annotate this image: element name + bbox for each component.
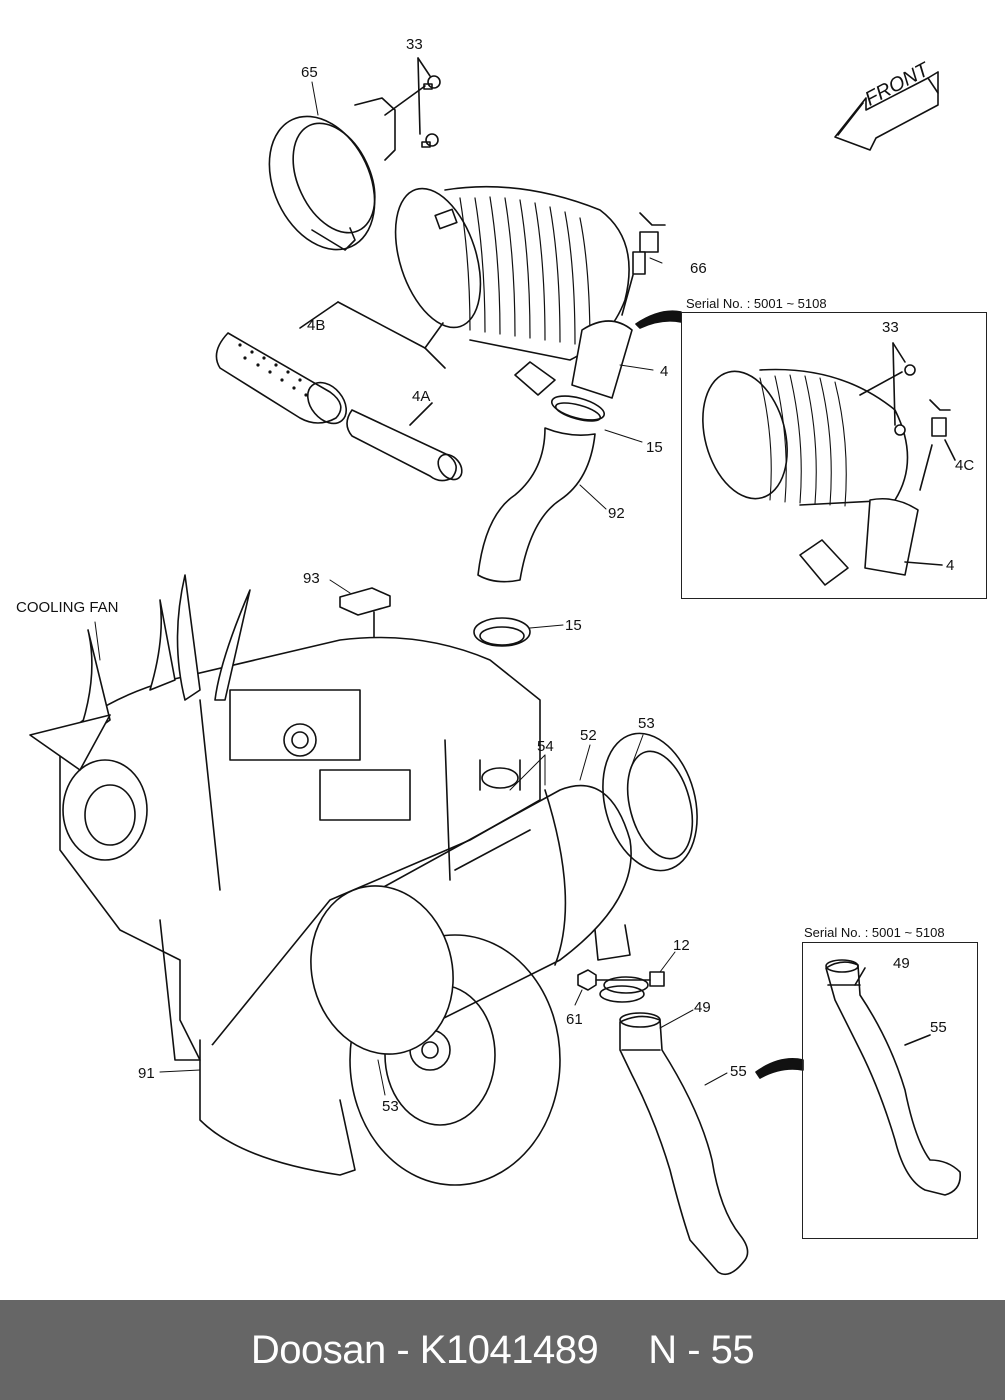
footer-separator: - [396,1327,410,1372]
footer-bar: Doosan - K1041489 N - 55 [0,1300,1005,1400]
inset-top-callout-4C: 4C [955,457,975,474]
inset-top-air-cleaner [702,342,956,586]
cooling-fan-label: COOLING FAN [16,599,119,616]
callout-12: 12 [673,937,690,954]
callout-52: 52 [580,727,597,744]
muffler-52 [310,732,698,1055]
gasket-12 [599,971,665,1003]
inset-bottom-tail-pipe [825,959,962,1196]
footer-page-ref: N - 55 [648,1327,755,1372]
callout-49: 49 [694,999,711,1016]
mounting-band-65 [268,97,396,251]
footer-part-number: K1041489 [419,1327,599,1372]
callout-53-upper: 53 [638,715,655,732]
inset-top-callout-33: 33 [882,319,899,336]
callout-91: 91 [138,1065,155,1082]
callout-53-lower: 53 [382,1098,399,1115]
inset-bottom-callout-49: 49 [893,955,910,972]
callout-66: 66 [690,260,707,277]
intake-hose-92 [477,427,596,583]
parts-diagram: FRONT COOLING FAN 33 65 66 4B 4A 4 15 92… [16,36,987,1276]
air-cleaner-housing [394,185,633,399]
inset-frame-bottom [802,942,978,1239]
inset-top-callout-4: 4 [946,557,955,574]
callout-93: 93 [303,570,320,587]
outer-filter-4B [215,332,348,425]
pointer-to-top-inset [635,310,682,329]
callout-33: 33 [406,36,423,53]
nut-61 [577,969,651,991]
inner-filter-4A [346,409,463,482]
callout-54: 54 [537,738,554,755]
inset-bottom-callout-55: 55 [930,1019,947,1036]
pointer-to-bottom-inset [755,1058,804,1079]
callout-4A: 4A [412,388,431,405]
hose-clamp-15-upper [550,395,606,422]
callout-92: 92 [608,505,625,522]
callout-55: 55 [730,1063,747,1080]
tail-pipe-49-55 [619,1012,749,1276]
restriction-sensor-66 [621,212,666,316]
footer-brand: Doosan [250,1327,386,1372]
engine-assembly-91 [29,574,561,1186]
serial-range-top: Serial No. : 5001 ~ 5108 [686,296,827,311]
inset-frame-top [681,312,987,599]
serial-range-bottom: Serial No. : 5001 ~ 5108 [804,925,945,940]
hose-clamp-15-lower [473,617,531,647]
callout-4: 4 [660,363,669,380]
diagram-drawing [29,57,962,1276]
bolt-33-upper [423,75,441,90]
callout-4B: 4B [307,317,326,334]
leader-lines [94,81,728,1096]
front-arrow-icon [834,71,939,151]
muffler-bracket-54 [479,759,521,791]
callout-15-upper: 15 [646,439,663,456]
callout-61: 61 [566,1011,583,1028]
callout-15-lower: 15 [565,617,582,634]
callout-65: 65 [301,64,318,81]
bolt-33-lower [421,133,439,148]
